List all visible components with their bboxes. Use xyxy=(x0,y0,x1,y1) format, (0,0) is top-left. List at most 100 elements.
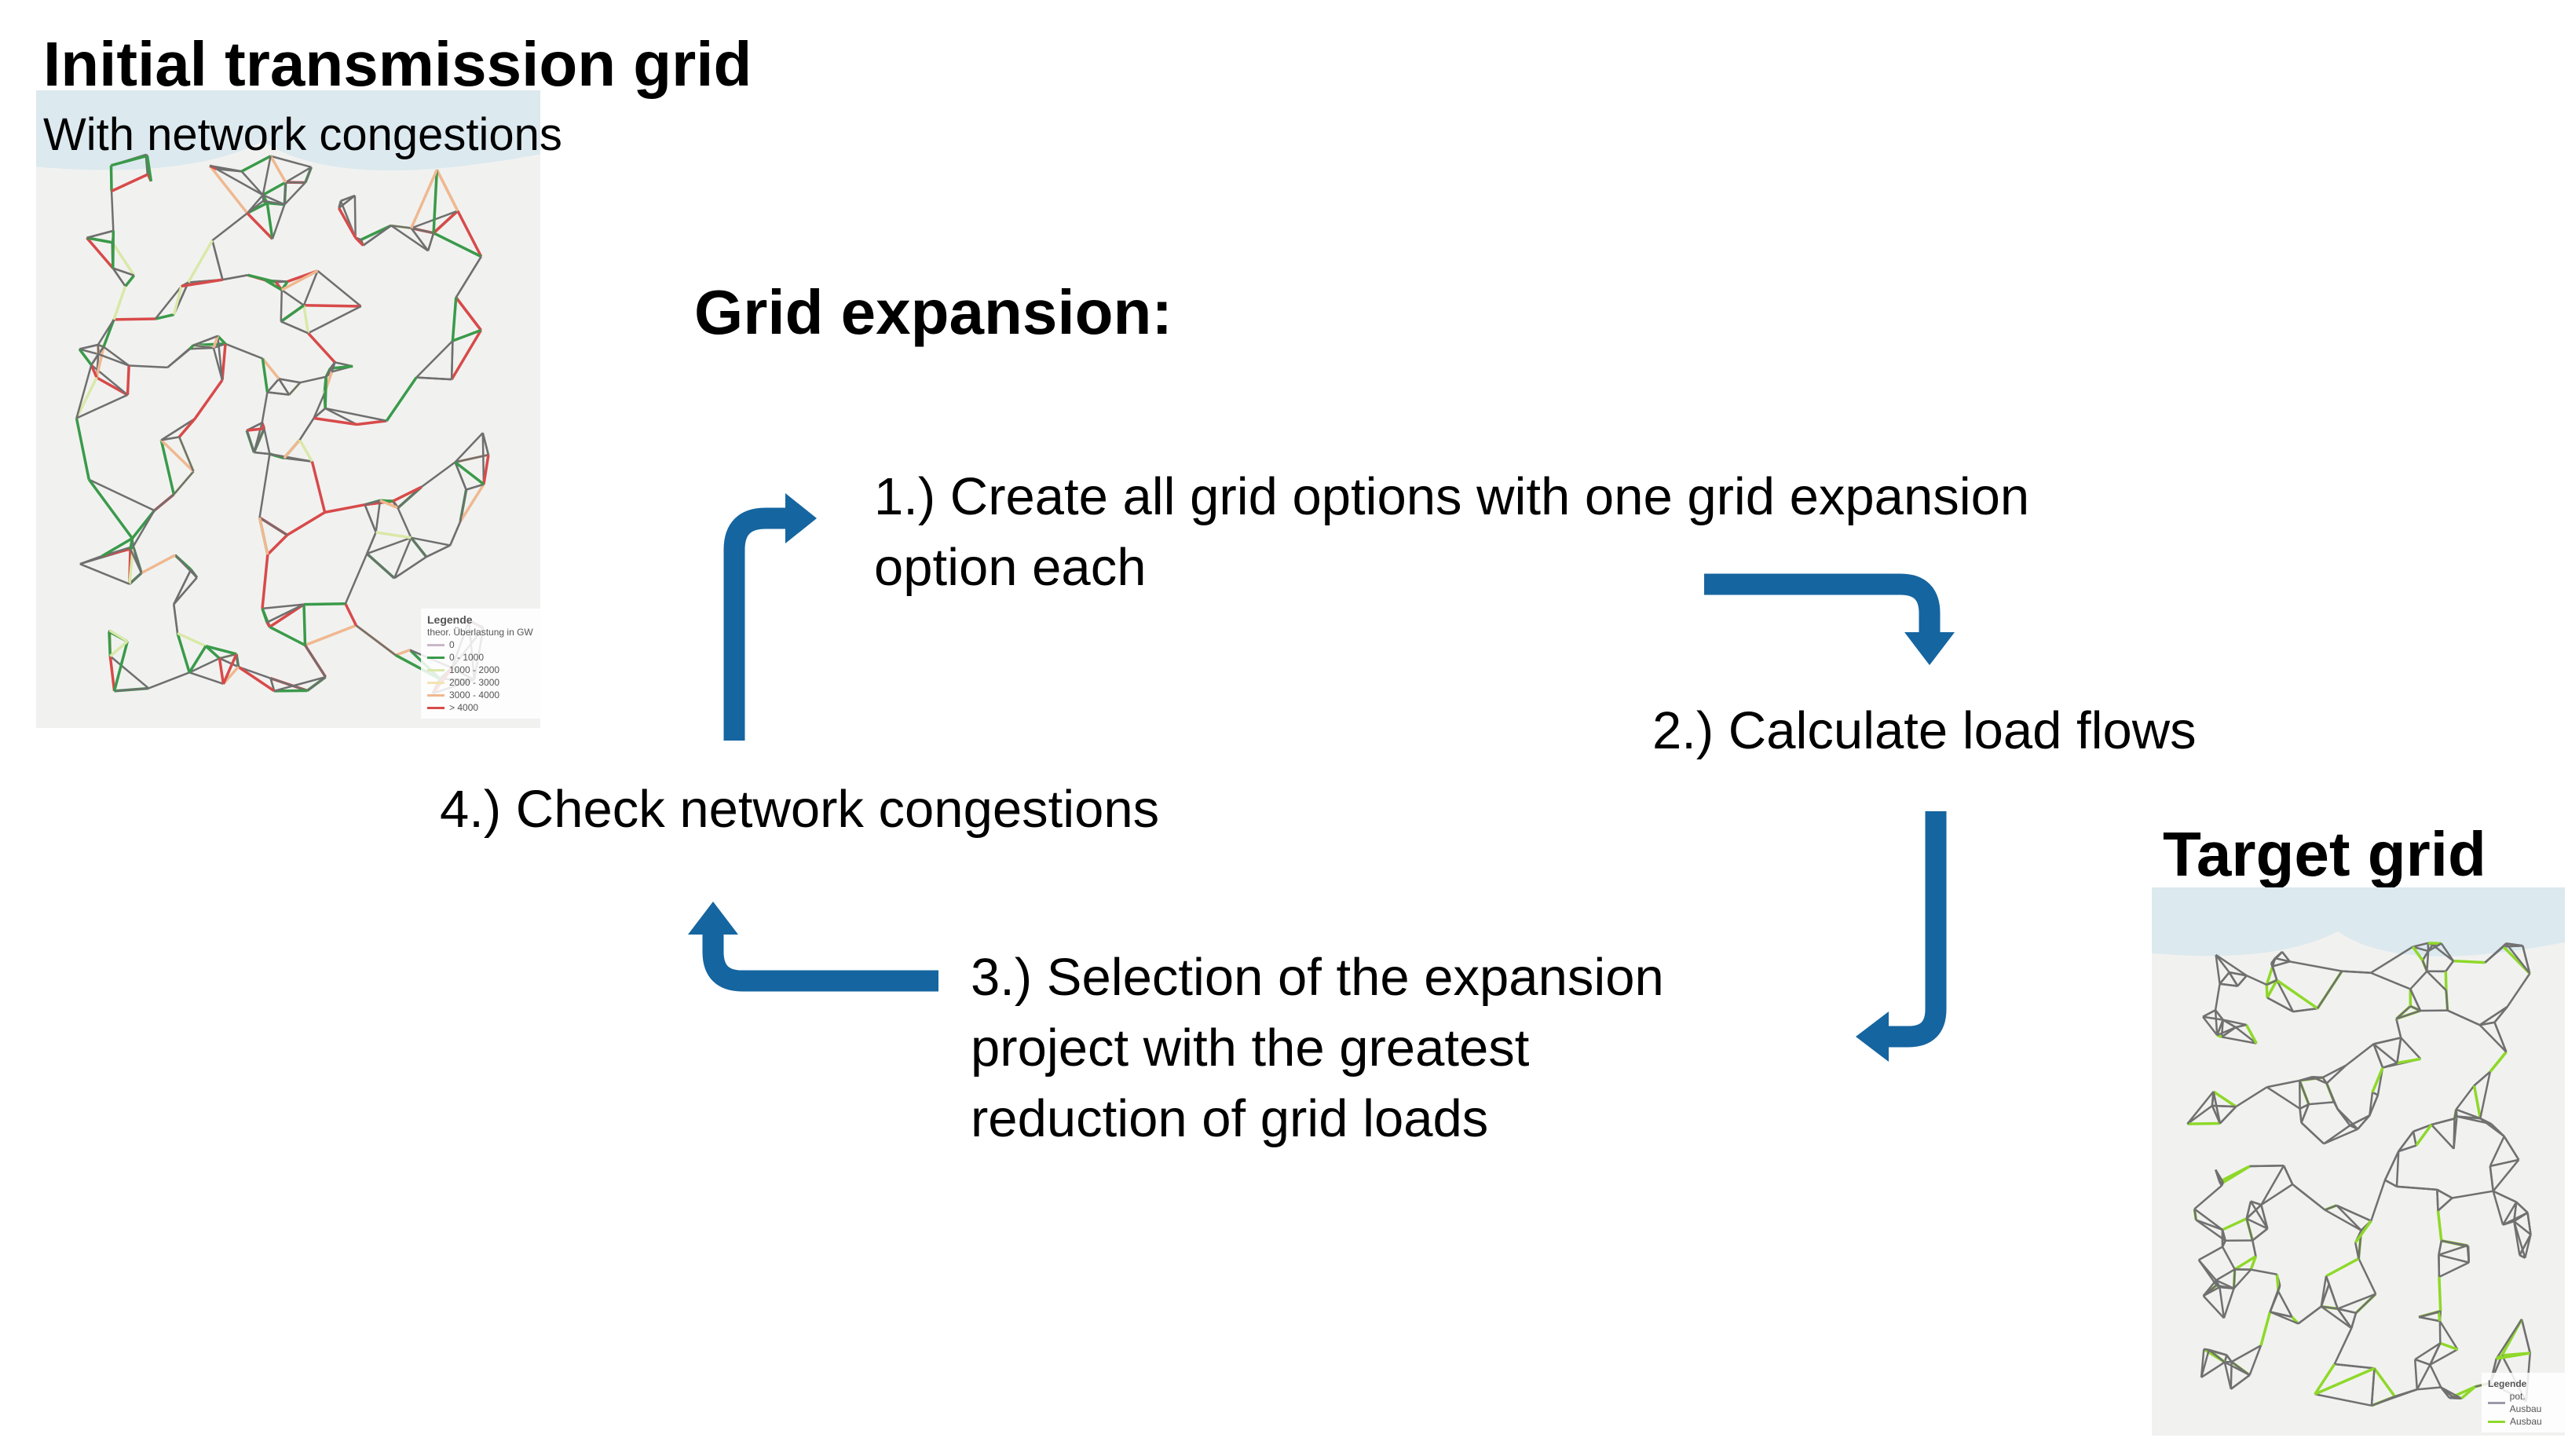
grid-line xyxy=(111,173,149,192)
grid-line xyxy=(129,364,168,369)
grid-line xyxy=(174,554,198,579)
grid-line xyxy=(2245,1204,2263,1220)
grid-line xyxy=(313,416,357,426)
grid-line xyxy=(456,210,483,258)
grid-line xyxy=(2436,1210,2443,1242)
grid-line xyxy=(2245,1218,2254,1241)
grid-line xyxy=(450,329,482,381)
legend-swatch xyxy=(427,668,444,671)
grid-line xyxy=(217,335,224,381)
grid-line xyxy=(2370,971,2411,990)
grid-line xyxy=(459,489,467,522)
legend-subtitle: theor. Überlastung in GW xyxy=(427,627,533,638)
step-1: 1.) Create all grid options with one gri… xyxy=(874,462,2029,603)
grid-line xyxy=(2506,942,2523,947)
grid-line xyxy=(302,305,310,334)
grid-line xyxy=(101,536,134,558)
legend-item: 2000 - 3000 xyxy=(427,676,537,689)
grid-line xyxy=(75,364,93,419)
grid-line xyxy=(187,240,214,284)
grid-line xyxy=(97,353,130,367)
legend-swatch xyxy=(427,693,444,697)
grid-line xyxy=(2252,1227,2269,1242)
grid-line xyxy=(114,687,149,693)
step-3-line: 3.) Selection of the expansion xyxy=(971,948,1664,1007)
grid-line xyxy=(211,240,224,280)
grid-line xyxy=(111,154,148,167)
grid-line xyxy=(128,572,143,585)
grid-line xyxy=(2221,1246,2236,1270)
grid-line xyxy=(2345,1043,2375,1066)
grid-line xyxy=(324,376,327,409)
grid-line xyxy=(2193,1209,2197,1220)
grid-line xyxy=(2336,1308,2353,1330)
grid-line xyxy=(2398,1144,2417,1153)
grid-line xyxy=(211,212,248,242)
grid-line xyxy=(108,631,112,657)
grid-line xyxy=(2219,982,2238,987)
grid-line xyxy=(2299,1108,2303,1123)
grid-line xyxy=(390,224,412,229)
grid-line xyxy=(113,317,155,321)
grid-line xyxy=(108,629,129,643)
legend-item: 3000 - 4000 xyxy=(427,689,537,701)
grid-line xyxy=(2231,1344,2262,1363)
grid-line xyxy=(2421,960,2428,972)
grid-line xyxy=(280,269,319,291)
grid-line xyxy=(86,236,113,244)
grid-line xyxy=(2452,1190,2493,1199)
grid-line xyxy=(2479,1118,2492,1125)
grid-line xyxy=(2370,1180,2387,1221)
grid-line xyxy=(2299,1076,2313,1082)
grid-line xyxy=(245,430,255,453)
grid-line xyxy=(273,675,326,693)
grid-line xyxy=(258,516,288,536)
grid-line xyxy=(2395,1151,2400,1187)
grid-line xyxy=(2358,1258,2377,1295)
grid-line xyxy=(2219,971,2230,985)
grid-line xyxy=(432,170,439,233)
grid-line xyxy=(2215,1169,2224,1183)
grid-line xyxy=(110,191,115,231)
grid-line xyxy=(265,203,274,240)
grid-line xyxy=(2373,1367,2396,1398)
grid-line xyxy=(2223,1362,2233,1389)
grid-line xyxy=(222,274,248,281)
grid-line xyxy=(109,655,150,690)
grid-line xyxy=(75,376,98,419)
grid-line xyxy=(87,478,134,540)
grid-line xyxy=(2215,953,2248,977)
grid-line xyxy=(2350,1312,2358,1329)
grid-line xyxy=(2214,983,2221,1011)
grid-line xyxy=(225,342,263,360)
grid-line xyxy=(2429,1342,2442,1366)
legend-swatch xyxy=(427,643,444,646)
grid-line xyxy=(2370,1368,2376,1406)
arrow-3-to-4 xyxy=(702,935,938,992)
grid-line xyxy=(2260,1204,2269,1229)
grid-line xyxy=(385,376,418,422)
grid-line xyxy=(2226,1354,2233,1363)
grid-line xyxy=(313,408,326,419)
grid-line xyxy=(132,510,155,547)
grid-line xyxy=(2526,1212,2532,1235)
grid-line xyxy=(2354,1242,2360,1259)
grid-line xyxy=(219,657,240,668)
grid-line xyxy=(2320,1283,2330,1308)
grid-line xyxy=(2415,1124,2433,1147)
grid-line xyxy=(176,632,191,673)
grid-line xyxy=(2409,988,2422,1012)
grid-line xyxy=(2297,1305,2322,1325)
grid-line xyxy=(481,433,485,485)
grid-line xyxy=(379,499,399,510)
grid-line xyxy=(154,285,183,320)
grid-line xyxy=(2323,1128,2358,1145)
grid-line xyxy=(2369,1092,2374,1116)
grid-line xyxy=(280,290,284,322)
grid-line xyxy=(2447,1009,2481,1026)
grid-line xyxy=(416,376,452,381)
grid-line xyxy=(410,536,427,558)
grid-line xyxy=(108,656,116,692)
grid-line xyxy=(2418,1315,2441,1322)
grid-line xyxy=(79,343,99,350)
